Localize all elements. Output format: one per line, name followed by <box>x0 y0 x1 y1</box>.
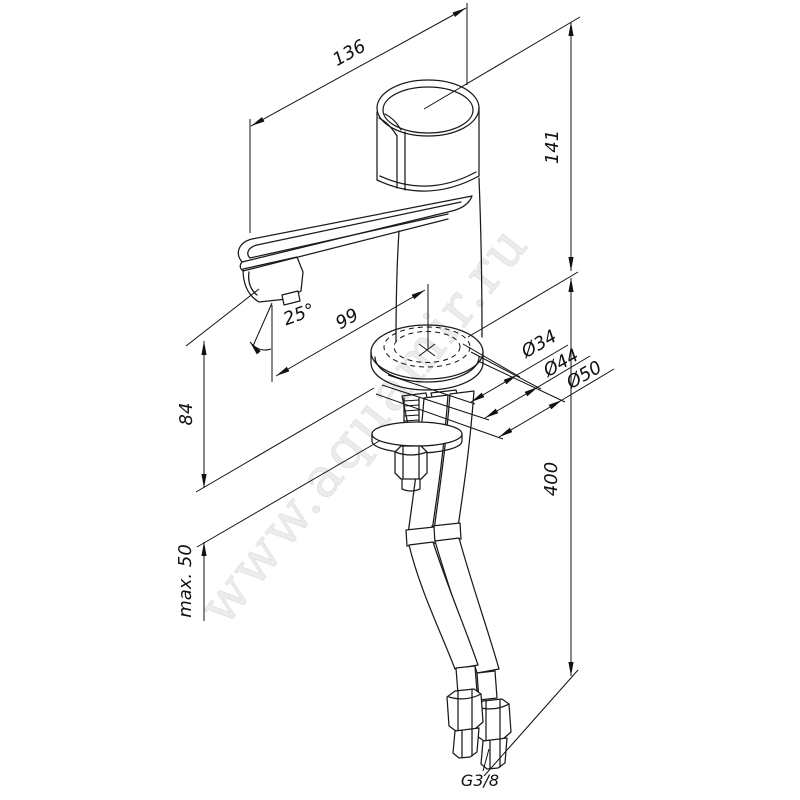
knob-top-ellipse <box>376 79 480 137</box>
hose1-hex-nut <box>446 688 484 732</box>
dim84-ext <box>185 288 260 347</box>
nut-facets <box>394 446 428 479</box>
dimension-136: 136 <box>249 3 468 233</box>
hose2-tip-facets <box>489 738 501 769</box>
hose2-upper-bg <box>434 391 474 530</box>
dimension-400: 400 <box>483 278 579 777</box>
body-left-edge <box>395 230 400 342</box>
dia50-ext-right <box>477 360 566 403</box>
counter-top-left-line <box>195 387 375 493</box>
dim99-line <box>275 289 426 377</box>
hose2-lower-bg <box>435 538 499 673</box>
dim141-leader <box>423 16 581 110</box>
body-right-edge <box>478 177 483 338</box>
dim400-ext-bottom <box>483 669 579 777</box>
dimension-84: 84 <box>176 288 260 488</box>
hose2-neck <box>476 670 498 701</box>
dia34-line <box>470 374 518 403</box>
hose1-tip-facets <box>461 728 473 758</box>
g38-leader <box>482 748 490 772</box>
hose-lower-segments <box>408 537 500 674</box>
supply-hoses <box>401 389 512 770</box>
label-g38: G3/8 <box>461 748 499 790</box>
dim400-label: 400 <box>541 462 562 496</box>
knob-top-rim <box>382 86 474 134</box>
hose1-hex-facets <box>448 689 482 731</box>
watermark: www.aquamir.ru <box>186 212 542 637</box>
dimension-angle-25: 25° <box>249 300 318 382</box>
mounting-hardware <box>371 397 463 492</box>
counter-top-right-line <box>467 271 579 338</box>
stud-threads <box>403 399 420 427</box>
knob-seam-lines <box>396 131 406 191</box>
dia44-tail <box>537 355 591 388</box>
dim141-label: 141 <box>542 130 563 164</box>
dia34-ext-left <box>387 374 476 405</box>
nut-body <box>394 445 428 480</box>
dia44-line <box>484 386 539 419</box>
aerator-outlet-notch <box>281 290 301 306</box>
g38-label: G3/8 <box>461 771 499 790</box>
dim99-label: 99 <box>332 304 362 334</box>
angle-slant-line <box>252 302 273 347</box>
mounting-nut <box>394 445 428 492</box>
knob-bottom-seam <box>379 171 477 187</box>
dia44-ext-right <box>470 351 542 390</box>
spout-top-face <box>237 195 473 263</box>
knob-grip-notch <box>378 113 402 137</box>
dia34-tail <box>516 344 569 376</box>
dim84-label: 84 <box>176 403 197 426</box>
dim136-line <box>250 7 467 127</box>
dimension-141: 141 <box>423 16 581 271</box>
spout-chamfer-line <box>247 201 462 259</box>
spout-aerator-tip <box>242 256 304 303</box>
dia50-ext-left <box>375 393 504 440</box>
nut-washer <box>401 478 421 492</box>
dia50-line <box>498 399 563 438</box>
mounting-hole-dashed-inner <box>393 331 461 363</box>
dim136-label: 136 <box>329 36 369 71</box>
dimension-max50: max. 50 <box>175 542 207 621</box>
faucet-handle-knob <box>376 79 480 192</box>
hose1-lower-bg <box>409 542 478 669</box>
counter-underside-line <box>196 439 382 548</box>
hose1-lower-braid <box>408 541 479 670</box>
dia34-ext-right <box>462 343 521 378</box>
clamp-plate-top <box>371 421 463 447</box>
hose1-end-tip <box>452 727 480 759</box>
aerator-inner-line <box>248 271 258 296</box>
angle-arc-arrow <box>249 341 272 355</box>
watermark-text: www.aquamir.ru <box>186 213 541 637</box>
dim-max50-label: max. 50 <box>175 544 196 618</box>
hose2-hex-nut <box>474 698 512 742</box>
dia44-ext-left <box>381 384 490 421</box>
countertop-lines <box>195 271 579 548</box>
knob-bottom-edge <box>376 175 480 192</box>
hose-end-fittings <box>446 688 512 770</box>
